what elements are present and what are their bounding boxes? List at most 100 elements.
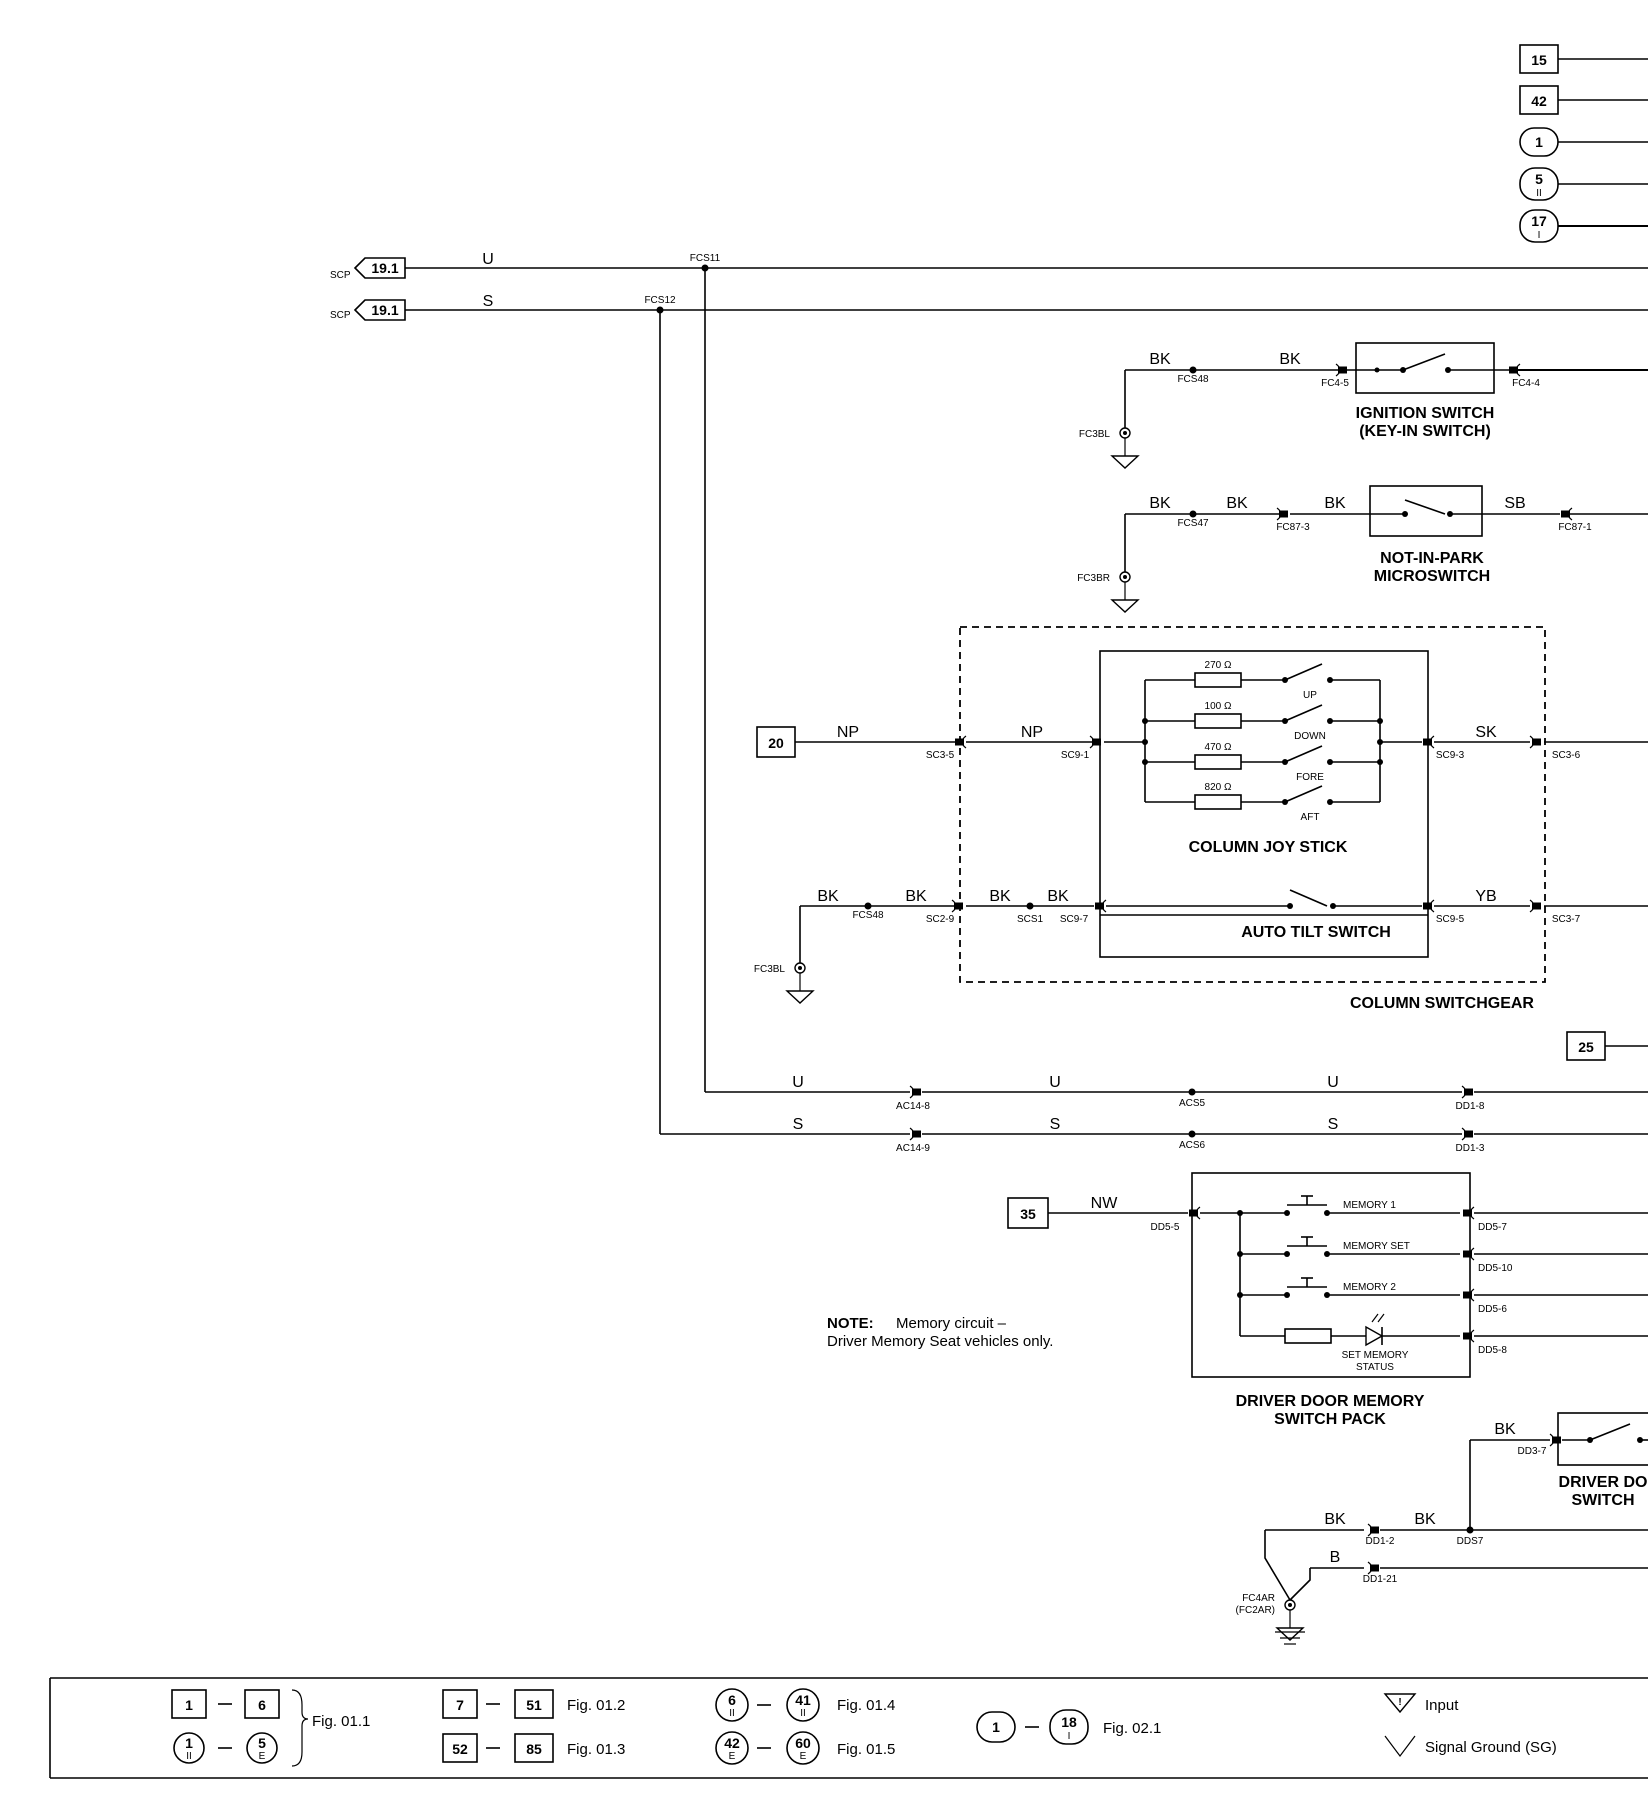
legend-fig-011: 1 6 1 II 5 E Fig. 01.1	[171, 1689, 370, 1767]
legend-signal-ground: Signal Ground (SG)	[1384, 1735, 1557, 1757]
svg-text:BK: BK	[1047, 888, 1069, 905]
svg-text:15: 15	[1531, 52, 1547, 68]
svg-text:FC3BL: FC3BL	[1079, 429, 1111, 440]
svg-text:AC14-9: AC14-9	[896, 1143, 930, 1154]
svg-text:FC4AR: FC4AR	[1242, 1593, 1275, 1604]
svg-text:35: 35	[1020, 1206, 1036, 1222]
svg-text:1: 1	[1535, 134, 1543, 150]
svg-text:270 Ω: 270 Ω	[1205, 660, 1232, 671]
svg-text:Fig. 01.4: Fig. 01.4	[837, 1697, 895, 1714]
svg-text:20: 20	[768, 735, 784, 751]
svg-text:19.1: 19.1	[371, 260, 398, 276]
svg-text:BK: BK	[905, 888, 927, 905]
svg-text:BK: BK	[1324, 495, 1346, 512]
svg-text:U: U	[792, 1074, 804, 1091]
ladder-down: 100 Ω DOWN	[1145, 701, 1380, 742]
svg-text:AUTO TILT SWITCH: AUTO TILT SWITCH	[1241, 924, 1391, 941]
svg-text:Memory circuit –: Memory circuit –	[896, 1315, 1007, 1332]
svg-text:Fig. 01.1: Fig. 01.1	[312, 1713, 370, 1730]
svg-text:U: U	[1049, 1074, 1061, 1091]
svg-text:NP: NP	[1021, 724, 1043, 741]
svg-text:SWITCH PACK: SWITCH PACK	[1274, 1411, 1386, 1428]
svg-text:DD5-8: DD5-8	[1478, 1345, 1507, 1356]
svg-text:1: 1	[185, 1735, 193, 1751]
svg-text:Input: Input	[1425, 1697, 1459, 1714]
svg-text:Fig. 01.2: Fig. 01.2	[567, 1697, 625, 1714]
svg-text:DD5-5: DD5-5	[1151, 1222, 1180, 1233]
svg-text:BK: BK	[1226, 495, 1248, 512]
svg-text:II: II	[729, 1708, 735, 1719]
lower-bus-u: U AC14-8 U U ACS5 DD1-8	[705, 1074, 1648, 1112]
svg-text:IGNITION SWITCH: IGNITION SWITCH	[1356, 405, 1495, 422]
svg-text:MEMORY 1: MEMORY 1	[1343, 1200, 1396, 1211]
svg-text:MEMORY 2: MEMORY 2	[1343, 1282, 1396, 1293]
svg-text:I: I	[1068, 1731, 1071, 1742]
svg-text:SCS1: SCS1	[1017, 914, 1044, 925]
svg-text:5: 5	[1535, 171, 1543, 187]
driver-door-switch: BK DD3-7 DRIVER DO SWITCH BK DD1-2 BK DD…	[1236, 1412, 1648, 1645]
not-in-park-microswitch: BK BK BK SB FCS47 FC3BR FC87-3 FC87-1 NO…	[1077, 485, 1648, 613]
ladder-aft: 820 Ω AFT	[1145, 782, 1380, 823]
svg-text:52: 52	[452, 1741, 468, 1757]
svg-text:II: II	[800, 1708, 806, 1719]
svg-text:AC14-8: AC14-8	[896, 1101, 930, 1112]
svg-text:SC2-9: SC2-9	[926, 914, 955, 925]
svg-text:S: S	[1328, 1116, 1339, 1133]
svg-text:B: B	[1330, 1549, 1341, 1566]
svg-text:Fig. 01.5: Fig. 01.5	[837, 1741, 895, 1758]
svg-text:BK: BK	[1149, 351, 1171, 368]
svg-text:FCS12: FCS12	[644, 295, 676, 306]
memory-2-button: MEMORY 2	[1240, 1277, 1460, 1298]
svg-text:7: 7	[456, 1697, 464, 1713]
svg-text:1: 1	[185, 1697, 193, 1713]
ladder-fore: 470 Ω FORE	[1145, 742, 1380, 783]
svg-text:ACS6: ACS6	[1179, 1140, 1206, 1151]
driver-door-memory-switch-pack: 35 NW DD5-5 MEMORY 1 MEMORY	[1007, 1172, 1648, 1428]
svg-text:II: II	[1536, 188, 1542, 199]
ref-1-circle: 1	[1519, 127, 1648, 157]
svg-text:BK: BK	[1414, 1511, 1436, 1528]
svg-text:470 Ω: 470 Ω	[1205, 742, 1232, 753]
ref-35: 35	[1007, 1197, 1049, 1229]
memory-set-button: MEMORY SET	[1240, 1236, 1460, 1257]
column-switchgear: COLUMN SWITCHGEAR COLUMN JOY STICK AUTO …	[754, 626, 1648, 1012]
svg-text:18: 18	[1061, 1714, 1077, 1730]
svg-text:FC4-4: FC4-4	[1512, 378, 1540, 389]
ignition-switch: BK BK FCS48 FC3BL FC4-5 FC4-4 IGNITION S…	[1079, 342, 1648, 469]
svg-text:85: 85	[526, 1741, 542, 1757]
svg-text:SC3-6: SC3-6	[1552, 750, 1581, 761]
svg-text:SK: SK	[1475, 724, 1497, 741]
svg-text:6: 6	[258, 1697, 266, 1713]
svg-text:MICROSWITCH: MICROSWITCH	[1374, 568, 1490, 585]
svg-text:DD5-10: DD5-10	[1478, 1263, 1513, 1274]
svg-text:DD5-7: DD5-7	[1478, 1222, 1507, 1233]
svg-text:FCS47: FCS47	[1177, 518, 1209, 529]
svg-text:COLUMN JOY STICK: COLUMN JOY STICK	[1189, 839, 1348, 856]
svg-text:!: !	[1398, 1697, 1401, 1708]
svg-text:42: 42	[724, 1735, 740, 1751]
ref-5-circle: 5 II	[1519, 167, 1648, 201]
scp-s-line: SCP 19.1 S FCS12	[330, 293, 1648, 321]
legend-fig-012-013: 7 51 Fig. 01.2 52 85 Fig. 01.3	[442, 1689, 625, 1763]
svg-text:NW: NW	[1091, 1195, 1119, 1212]
ref-25: 25	[1566, 1031, 1648, 1061]
svg-text:BK: BK	[1324, 1511, 1346, 1528]
set-memory-status-led: SET MEMORY STATUS	[1240, 1313, 1460, 1373]
svg-text:100 Ω: 100 Ω	[1205, 701, 1232, 712]
svg-text:NOT-IN-PARK: NOT-IN-PARK	[1380, 550, 1484, 567]
svg-text:5: 5	[258, 1735, 266, 1751]
svg-text:FC3BR: FC3BR	[1077, 573, 1110, 584]
svg-text:SC9-7: SC9-7	[1060, 914, 1089, 925]
legend-input: ! Input	[1383, 1693, 1459, 1714]
svg-text:DD1-21: DD1-21	[1363, 1574, 1398, 1585]
svg-text:YB: YB	[1475, 888, 1496, 905]
svg-text:AFT: AFT	[1301, 812, 1320, 823]
svg-text:SCP: SCP	[330, 310, 351, 321]
svg-text:(KEY-IN SWITCH): (KEY-IN SWITCH)	[1359, 423, 1491, 440]
svg-text:SC9-5: SC9-5	[1436, 914, 1465, 925]
svg-text:FC3BL: FC3BL	[754, 964, 786, 975]
svg-text:COLUMN SWITCHGEAR: COLUMN SWITCHGEAR	[1350, 995, 1534, 1012]
svg-text:DRIVER DOOR MEMORY: DRIVER DOOR MEMORY	[1236, 1393, 1425, 1410]
svg-text:FC87-1: FC87-1	[1558, 522, 1592, 533]
svg-text:DD1-3: DD1-3	[1456, 1143, 1485, 1154]
